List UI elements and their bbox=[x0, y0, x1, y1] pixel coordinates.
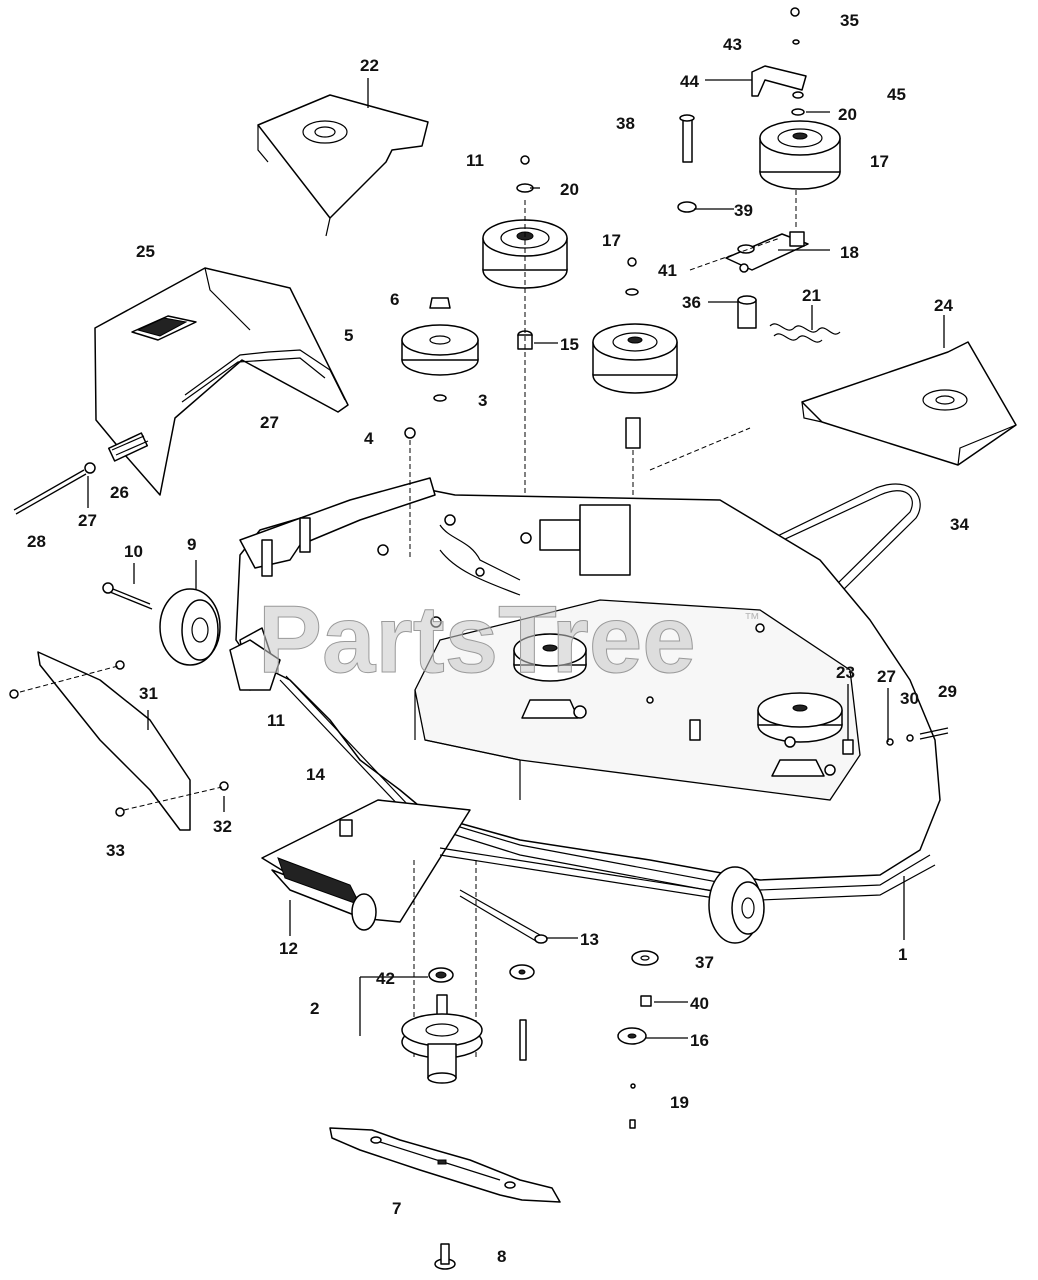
callout-40: 40 bbox=[690, 994, 709, 1013]
idler-pulley-17 bbox=[592, 257, 678, 770]
leader-lines bbox=[87, 78, 945, 1039]
callout-39: 39 bbox=[734, 201, 753, 220]
deck-cover-24 bbox=[801, 341, 1017, 466]
callout-3: 3 bbox=[478, 391, 487, 410]
spindle-assembly-2 bbox=[401, 860, 483, 1084]
spindle-cover-22 bbox=[257, 94, 429, 237]
discharge-chute-25 bbox=[94, 267, 349, 496]
callout-29: 29 bbox=[938, 682, 957, 701]
callout-5: 5 bbox=[344, 326, 353, 345]
baffle-31 bbox=[9, 651, 229, 831]
callout-45: 45 bbox=[887, 85, 906, 104]
callout-19: 19 bbox=[670, 1093, 689, 1112]
spindle-pulley-5 bbox=[401, 297, 479, 402]
callout-36: 36 bbox=[682, 293, 701, 312]
deck-spindle-pulleys bbox=[513, 633, 843, 777]
lower-hardware bbox=[509, 950, 659, 1129]
callout-31: 31 bbox=[139, 684, 158, 703]
callout-30: 30 bbox=[900, 689, 919, 708]
watermark-text: PartsTree bbox=[258, 586, 696, 693]
callout-38: 38 bbox=[616, 114, 635, 133]
callout-25: 25 bbox=[136, 242, 155, 261]
callout-20-right: 20 bbox=[838, 105, 857, 124]
callout-18: 18 bbox=[840, 243, 859, 262]
idler-arm-assembly bbox=[725, 7, 841, 273]
idler-pulley-center bbox=[482, 155, 568, 640]
callout-20-center: 20 bbox=[560, 180, 579, 199]
callout-8: 8 bbox=[497, 1247, 506, 1266]
blade-7 bbox=[329, 1127, 561, 1203]
callout-9: 9 bbox=[187, 535, 196, 554]
callout-12: 12 bbox=[279, 939, 298, 958]
right-deck-hardware bbox=[842, 727, 949, 755]
callout-21: 21 bbox=[802, 286, 821, 305]
callout-24: 24 bbox=[934, 296, 953, 315]
callout-27-right: 27 bbox=[877, 667, 896, 686]
blade-bolt-8 bbox=[434, 1243, 456, 1270]
callout-2: 2 bbox=[310, 999, 319, 1018]
callout-7: 7 bbox=[392, 1199, 401, 1218]
callout-32: 32 bbox=[213, 817, 232, 836]
gauge-wheel-9 bbox=[102, 582, 281, 691]
callout-33: 33 bbox=[106, 841, 125, 860]
callout-11-top: 11 bbox=[466, 151, 484, 170]
callout-labels: 1 2 3 4 5 6 7 8 9 10 11 11 12 13 14 15 1… bbox=[27, 11, 969, 1266]
callout-11-left: 11 bbox=[267, 711, 285, 730]
callout-27-chute: 27 bbox=[260, 413, 279, 432]
bolt-4 bbox=[404, 427, 416, 560]
callout-44: 44 bbox=[680, 72, 699, 91]
callout-43: 43 bbox=[723, 35, 742, 54]
rear-wheel-37 bbox=[439, 847, 765, 944]
callout-17-right: 17 bbox=[870, 152, 889, 171]
callout-15: 15 bbox=[560, 335, 579, 354]
callout-37: 37 bbox=[695, 953, 714, 972]
watermark-trademark: ™ bbox=[744, 611, 760, 628]
callout-27-left: 27 bbox=[78, 511, 97, 530]
callout-22: 22 bbox=[360, 56, 379, 75]
callout-1: 1 bbox=[898, 945, 907, 964]
idler-hardware bbox=[649, 114, 841, 471]
chute-spring-hardware bbox=[13, 432, 149, 515]
callout-14: 14 bbox=[306, 765, 325, 784]
callout-26: 26 bbox=[110, 483, 129, 502]
callout-35: 35 bbox=[840, 11, 859, 30]
callout-4: 4 bbox=[364, 429, 374, 448]
callout-23: 23 bbox=[836, 663, 855, 682]
callout-10: 10 bbox=[124, 542, 143, 561]
callout-42: 42 bbox=[376, 969, 395, 988]
callout-16: 16 bbox=[690, 1031, 709, 1050]
callout-13: 13 bbox=[580, 930, 599, 949]
callout-6: 6 bbox=[390, 290, 399, 309]
bolt-13 bbox=[459, 889, 548, 944]
callout-34: 34 bbox=[950, 515, 969, 534]
callout-28: 28 bbox=[27, 532, 46, 551]
callout-41: 41 bbox=[658, 261, 677, 280]
callout-17-center: 17 bbox=[602, 231, 621, 250]
anti-scalp-roller-12 bbox=[261, 799, 471, 931]
